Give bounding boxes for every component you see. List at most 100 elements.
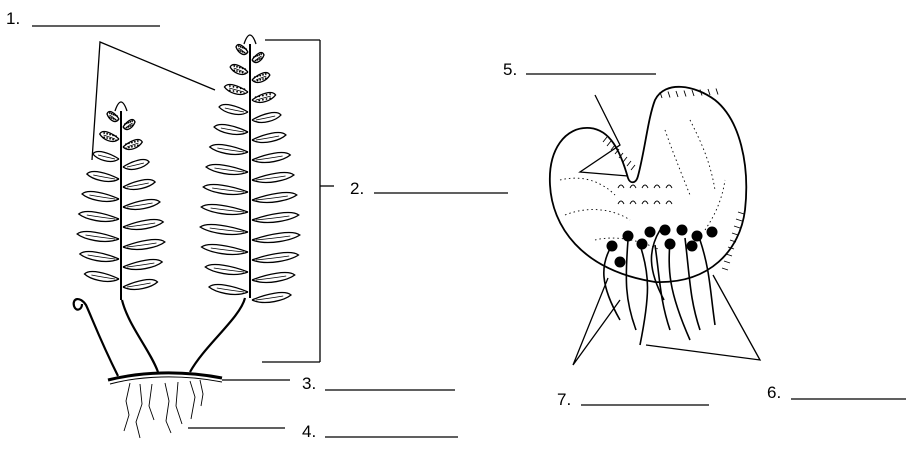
sorus-dot (128, 142, 130, 144)
sorus-dot (126, 127, 128, 129)
sorus-dot (244, 72, 246, 74)
label-7-pointer (573, 278, 620, 365)
edge-hatch (716, 89, 718, 95)
root (165, 383, 171, 433)
sorus-dot (114, 114, 116, 116)
sorus-dot (262, 95, 264, 97)
sorus-dot (236, 91, 238, 93)
sorus-dot (116, 115, 118, 117)
sorus-dot (243, 88, 245, 90)
sorus-dot (109, 116, 111, 118)
sorus-dot (239, 67, 241, 69)
sorus-dot (255, 100, 257, 102)
frond-tip (115, 102, 127, 111)
edge-hatch (708, 89, 710, 95)
label-6: 6. (767, 383, 781, 403)
sorus-dot (106, 133, 108, 135)
sorus-dot (236, 70, 238, 72)
edge-hatch (726, 254, 732, 256)
notch-hatch (623, 157, 627, 162)
sorus-dot (240, 92, 242, 94)
notch-hatch (627, 161, 631, 166)
sorus-dot (109, 112, 111, 114)
sorus-dot (124, 123, 126, 125)
sorus-dot (257, 80, 259, 82)
antheridium-dot (687, 241, 698, 252)
sorus-dot (242, 67, 244, 69)
sorus-dot (239, 71, 241, 73)
sorus-dot (238, 45, 240, 47)
root (136, 384, 142, 438)
sorus-dot (111, 117, 113, 119)
sorus-dot (258, 100, 260, 102)
antheridium-dot (677, 225, 688, 236)
gametophyte-icon (550, 87, 746, 345)
sorus-dot (257, 59, 259, 61)
sorus-dot (128, 126, 130, 128)
sorus-dot (103, 132, 105, 134)
sorus-dot (111, 113, 113, 115)
sorus-dot (242, 72, 244, 74)
sorus-dot (134, 145, 136, 147)
root (176, 382, 182, 424)
sorus-dot (128, 147, 130, 149)
sorus-dot (126, 122, 128, 124)
sorus-dot (266, 94, 268, 96)
sorus-dot (236, 87, 238, 89)
sorus-dot (128, 122, 130, 124)
sorus-dot (253, 60, 255, 62)
rhizome-edge (110, 377, 222, 384)
sorus-dot (129, 121, 131, 123)
sorus-dot (113, 118, 115, 120)
sorus-dot (131, 146, 133, 148)
sorus-dot (233, 90, 235, 92)
stipe (122, 300, 158, 372)
root (190, 381, 195, 419)
sorus-dot (229, 85, 231, 87)
sorus-dot (115, 135, 117, 137)
sorus-dot (236, 66, 238, 68)
antheridium-dot (645, 227, 656, 238)
sorus-dot (113, 114, 115, 116)
pinna (123, 160, 149, 170)
antheridium-dot (607, 241, 618, 252)
stipe (190, 298, 245, 372)
sorus-dot (262, 99, 264, 101)
root (124, 383, 130, 431)
sorus-dot (254, 76, 256, 78)
antheridium-dot (707, 227, 718, 238)
root (149, 384, 154, 420)
pinna (93, 152, 119, 162)
sorus-dot (262, 74, 264, 76)
fiddlehead (74, 299, 118, 376)
sorus-dot (258, 58, 260, 60)
sorus-dot (259, 79, 261, 81)
label-2: 2. (350, 179, 364, 199)
sorus-dot (242, 47, 244, 49)
sorus-dot (260, 53, 262, 55)
sorus-dot (125, 143, 127, 145)
sorus-dot (109, 134, 111, 136)
sorus-dot (131, 120, 133, 122)
sorus-dot (129, 125, 131, 127)
sorus-dot (245, 52, 247, 54)
sorus-dot (116, 119, 118, 121)
leader-lines (32, 26, 906, 437)
sorus-dot (240, 46, 242, 48)
sorus-dot (245, 48, 247, 50)
sorus-dot (242, 51, 244, 53)
sorus-dot (253, 56, 255, 58)
sorus-dot (269, 93, 271, 95)
sorus-dot (257, 75, 259, 77)
sorus-dot (240, 87, 242, 89)
sorus-dot (265, 73, 267, 75)
antheridium-dot (637, 239, 648, 250)
sorus-dot (112, 139, 114, 141)
antheridium-dot (665, 239, 676, 250)
sorus-dot (244, 68, 246, 70)
sorus-dot (137, 144, 139, 146)
sorus-dot (243, 47, 245, 49)
sorus-dot (255, 55, 257, 57)
sorus-dot (255, 60, 257, 62)
